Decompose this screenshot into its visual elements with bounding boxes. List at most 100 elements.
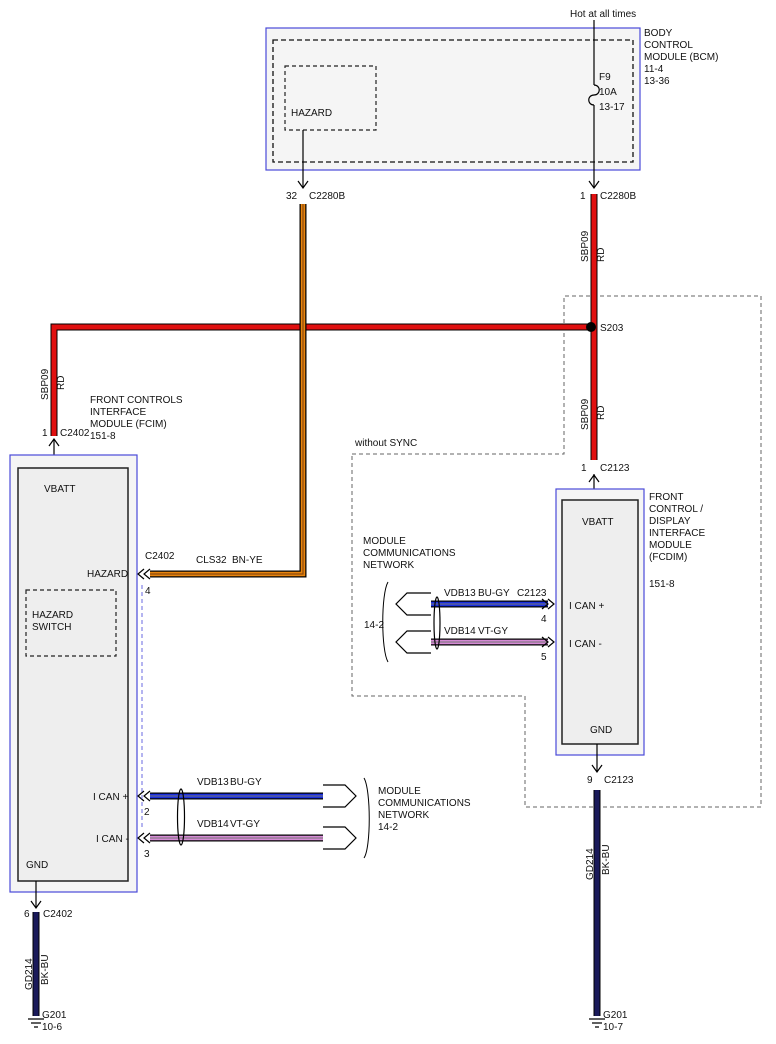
fcim-title-line: 151-8 bbox=[90, 431, 116, 442]
bcm-hazard-box bbox=[284, 65, 377, 131]
fcim-ground-name: G201 bbox=[42, 1010, 67, 1021]
fcim-feed-color: RD bbox=[56, 376, 67, 390]
twisted-pair-icon bbox=[433, 596, 441, 650]
fcdim-title-line: FRONT bbox=[649, 492, 683, 503]
fcim-hazard-pin: 4 bbox=[145, 586, 151, 597]
fcdim-network-label: MODULE bbox=[363, 536, 406, 547]
fcdim-title-line: 151-8 bbox=[649, 579, 675, 590]
fcdim-can-plus-connector-icon bbox=[541, 598, 555, 610]
fcdim-ground-circuit: GD214 bbox=[585, 848, 596, 880]
fcim-gnd-arrow bbox=[30, 900, 42, 910]
bcm-inner-box bbox=[272, 39, 634, 163]
fcim-gnd-pin: 6 bbox=[24, 909, 30, 920]
fcdim-gnd-label: GND bbox=[590, 725, 612, 736]
fcdim-title-line: MODULE bbox=[649, 540, 692, 551]
bcm-title-line: CONTROL bbox=[644, 40, 693, 51]
splice-label: S203 bbox=[600, 323, 624, 334]
fcdim-gnd-connector: C2123 bbox=[604, 775, 634, 786]
fcim-ican-minus-label: I CAN - bbox=[96, 834, 129, 845]
network-connector-icon bbox=[323, 826, 357, 850]
fcdim-feed-circuit: SBP09 bbox=[580, 398, 591, 430]
fcim-title-line: INTERFACE bbox=[90, 407, 146, 418]
fcdim-vbatt-label: VBATT bbox=[582, 517, 613, 528]
fcim-vbatt-label: VBATT bbox=[44, 484, 75, 495]
fcim-net-wire1-circuit: VDB13 bbox=[197, 777, 229, 788]
bcm-hazard-connector: C2280B bbox=[309, 191, 345, 202]
ground-wires bbox=[32, 790, 601, 1016]
fcim-net-wire2-color: VT-GY bbox=[230, 819, 260, 830]
fcdim-feed-connector: C2123 bbox=[600, 463, 630, 474]
bcm-module: HAZARD 32 C2280B Hot at all times F9 10A… bbox=[265, 9, 718, 202]
fcdim-network-wires bbox=[431, 596, 548, 650]
fcdim-net-wire2-circuit: VDB14 bbox=[444, 626, 476, 637]
hot-at-all-times-label: Hot at all times bbox=[570, 9, 636, 20]
splice-dot bbox=[586, 322, 596, 332]
fcdim-ground-color: BK-BU bbox=[601, 844, 612, 875]
hazard-switch-label: SWITCH bbox=[32, 622, 71, 633]
fcdim-title-line: DISPLAY bbox=[649, 516, 691, 527]
fcim-net-wire1-color: BU-GY bbox=[230, 777, 262, 788]
fcdim-title-line: CONTROL / bbox=[649, 504, 703, 515]
fcim-ground-ref: 10-6 bbox=[42, 1022, 62, 1033]
fcdim-title-line: INTERFACE bbox=[649, 528, 705, 539]
fcdim-net-wire1-color: BU-GY bbox=[478, 588, 510, 599]
fcdim-feed-arrow bbox=[588, 473, 600, 483]
network-connector-icon bbox=[395, 630, 431, 654]
hazard-wire-color: BN-YE bbox=[232, 555, 263, 566]
fcdim-module: 1 C2123 VBATT I CAN + I CAN - GND FRONT … bbox=[541, 463, 705, 786]
fcim-feed-arrow bbox=[48, 437, 60, 447]
bcm-title-line: 13-36 bbox=[644, 76, 670, 87]
twisted-pair-icon bbox=[176, 788, 186, 846]
fcim-can-minus-connector-icon bbox=[137, 832, 151, 844]
bcm-wire-circuit: SBP09 bbox=[580, 230, 591, 262]
fcim-ground-circuit: GD214 bbox=[24, 958, 35, 990]
fuse-rating: 10A bbox=[599, 87, 617, 98]
without-sync-label: without SYNC bbox=[354, 438, 417, 449]
network-bracket-icon bbox=[363, 777, 370, 859]
fcim-network-label: COMMUNICATIONS bbox=[378, 798, 471, 809]
fcdim-feed-color: RD bbox=[596, 406, 607, 420]
bcm-hazard-pin: 32 bbox=[286, 191, 298, 202]
bcm-power-arrow bbox=[588, 180, 600, 190]
fuse-name: F9 bbox=[599, 72, 611, 83]
fcdim-net-wire1-circuit: VDB13 bbox=[444, 588, 476, 599]
fcdim-net-wire2-color: VT-GY bbox=[478, 626, 508, 637]
network-bracket-icon bbox=[382, 581, 389, 663]
bcm-outer-box bbox=[265, 27, 641, 171]
fcdim-network-label: NETWORK bbox=[363, 560, 414, 571]
bcm-hazard-label: HAZARD bbox=[291, 108, 332, 119]
fcim-feed-pin: 1 bbox=[42, 428, 48, 439]
fcdim-gnd-arrow bbox=[591, 764, 603, 774]
fcim-hazard-label: HAZARD bbox=[87, 569, 128, 580]
bcm-wire-color: RD bbox=[596, 248, 607, 262]
fcim-hazard-connector-icon bbox=[137, 568, 151, 580]
fcdim-ground-ref: 10-7 bbox=[603, 1022, 623, 1033]
fcim-inner-box bbox=[17, 467, 129, 882]
fcim-ican-plus-label: I CAN + bbox=[93, 792, 128, 803]
fcdim-network-label: COMMUNICATIONS bbox=[363, 548, 456, 559]
fcim-can-plus-connector-icon bbox=[137, 790, 151, 802]
bcm-title-line: MODULE (BCM) bbox=[644, 52, 718, 63]
bcm-title-line: BODY bbox=[644, 28, 673, 39]
fcim-network-label: MODULE bbox=[378, 786, 421, 797]
fuse-icon bbox=[588, 84, 600, 106]
hazard-wire-circuit: CLS32 bbox=[196, 555, 227, 566]
fcdim-feed-pin: 1 bbox=[581, 463, 587, 474]
splice-to-fcim-wire bbox=[51, 324, 594, 436]
fcim-can-minus-pin: 3 bbox=[144, 849, 150, 860]
fcdim-gnd-pin: 9 bbox=[587, 775, 593, 786]
fcim-gnd-connector: C2402 bbox=[43, 909, 73, 920]
hazard-wire bbox=[150, 204, 307, 578]
fcdim-network-ref: 14-2 bbox=[364, 620, 384, 631]
fcim-hazard-connector: C2402 bbox=[145, 551, 175, 562]
hazard-switch-label: HAZARD bbox=[32, 610, 73, 621]
fcim-module: FRONT CONTROLS INTERFACE MODULE (FCIM) 1… bbox=[9, 395, 183, 920]
fcim-feed-circuit: SBP09 bbox=[40, 368, 51, 400]
fuse-ref: 13-17 bbox=[599, 102, 625, 113]
fcdim-title-line: (FCDIM) bbox=[649, 552, 687, 563]
fcim-network-label: NETWORK bbox=[378, 810, 429, 821]
fcdim-can-minus-connector-icon bbox=[541, 636, 555, 648]
bcm-power-connector: C2280B bbox=[600, 191, 636, 202]
fcdim-ground-name: G201 bbox=[603, 1010, 628, 1021]
